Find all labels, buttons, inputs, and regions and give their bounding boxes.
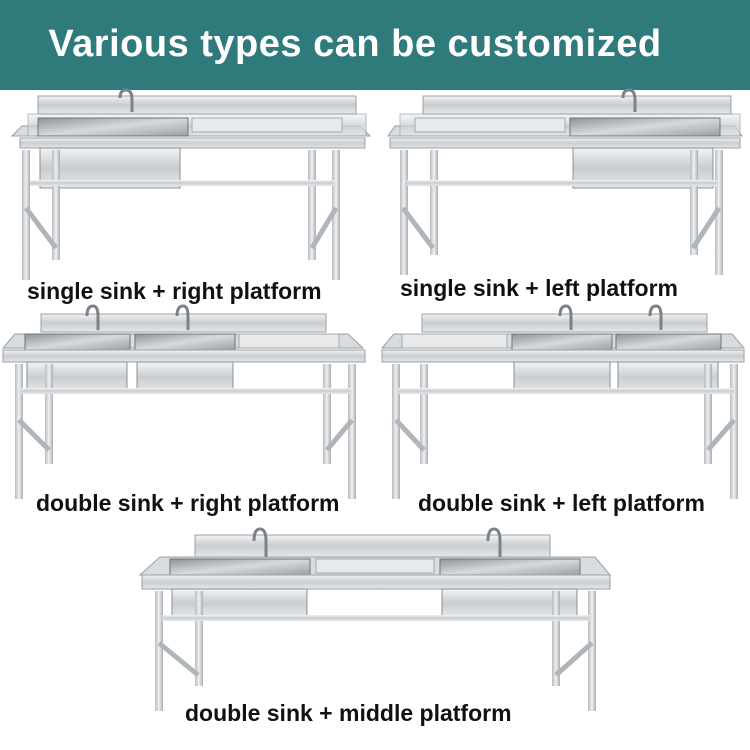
sink-table-illustration: [10, 88, 372, 280]
product-double-sink-middle-platform: double sink + middle platform: [138, 525, 612, 740]
sink-table-illustration: [387, 88, 743, 275]
banner-title: Various types can be customized: [48, 23, 662, 65]
sink-table-illustration: [1, 304, 366, 499]
product-single-sink-right-platform: single sink + right platform: [10, 88, 372, 304]
product-caption: double sink + right platform: [36, 490, 340, 516]
product-single-sink-left-platform: single sink + left platform: [385, 88, 743, 301]
sink-table-illustration: [138, 527, 612, 711]
sink-table-illustration: [380, 304, 746, 499]
product-caption: double sink + middle platform: [185, 700, 512, 726]
header-banner: Various types can be customized: [0, 0, 750, 90]
product-caption: single sink + right platform: [27, 278, 322, 304]
product-double-sink-left-platform: double sink + left platform: [380, 300, 747, 520]
product-caption: double sink + left platform: [418, 490, 705, 516]
product-caption: single sink + left platform: [400, 275, 678, 301]
product-double-sink-right-platform: double sink + right platform: [1, 300, 368, 520]
